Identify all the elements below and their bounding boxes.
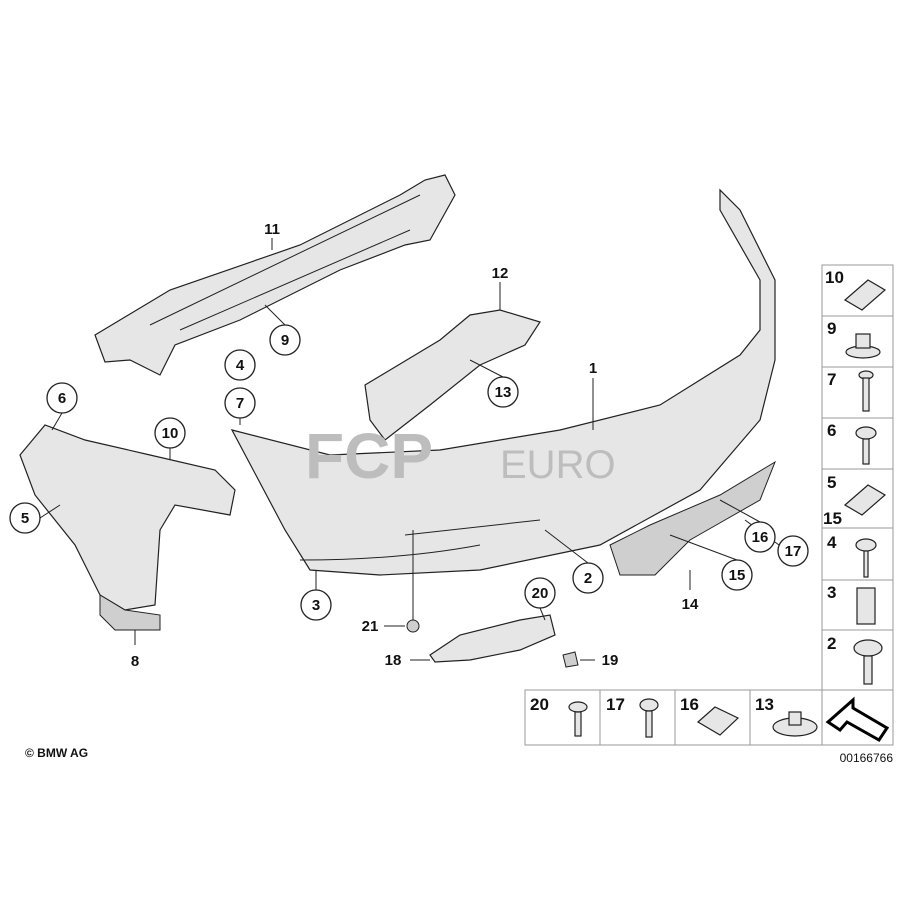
hex-screw-icon: [855, 426, 877, 440]
legend-item-3[interactable]: 3: [827, 583, 836, 602]
legend-item-4[interactable]: 4: [827, 533, 837, 552]
callout-19[interactable]: 19: [602, 652, 619, 669]
clip-nut-icon: [696, 706, 740, 736]
part-5-bracket[interactable]: [19, 424, 236, 611]
callout-1[interactable]: 1: [589, 360, 597, 377]
legend-item-13[interactable]: 13: [755, 695, 774, 714]
part-11-ribs: [149, 194, 421, 331]
callout-ring: [744, 521, 776, 553]
clip-nut-icon: [843, 279, 887, 311]
callout-ring: [46, 382, 78, 414]
callout-9[interactable]: 9: [281, 332, 289, 349]
fastener-legend-column: 10 9 7 6 5 15 4 3 2: [821, 264, 894, 691]
part-18-reflector[interactable]: [429, 614, 556, 663]
legend-item-17[interactable]: 17: [606, 695, 625, 714]
callout-ring: [224, 387, 256, 419]
legend-item-20[interactable]: 20: [530, 695, 549, 714]
copyright: © BMW AG: [25, 746, 88, 760]
part-19-cap[interactable]: [562, 651, 579, 668]
callout-8[interactable]: 8: [131, 653, 139, 670]
callout-7[interactable]: 7: [236, 395, 244, 412]
callout-17[interactable]: 17: [785, 543, 802, 560]
callout-16[interactable]: 16: [752, 529, 769, 546]
hex-screw-icon: [639, 698, 659, 712]
callout-ring: [777, 535, 809, 567]
callout-ring: [721, 559, 753, 591]
part-1-edge: [299, 519, 541, 561]
part-14-trim-panel[interactable]: [609, 460, 777, 576]
callout-ring: [300, 589, 332, 621]
callout-ring: [224, 349, 256, 381]
callout-4[interactable]: 4: [236, 357, 245, 374]
legend-item-7[interactable]: 7: [827, 370, 836, 389]
callout-ring: [524, 577, 556, 609]
callout-20[interactable]: 20: [532, 585, 549, 602]
callout-6[interactable]: 6: [58, 390, 66, 407]
legend-item-6[interactable]: 6: [827, 421, 836, 440]
callout-10[interactable]: 10: [162, 425, 179, 442]
leader-lines: [39, 238, 780, 661]
callout-14[interactable]: 14: [682, 596, 699, 613]
callout-12[interactable]: 12: [492, 265, 509, 282]
legend-item-15[interactable]: 15: [823, 509, 842, 528]
direction-arrow-icon: [825, 696, 890, 742]
callout-11[interactable]: 11: [264, 221, 280, 238]
watermark-suffix: EURO: [500, 443, 616, 487]
callout-5[interactable]: 5: [21, 510, 29, 527]
washer-screw-icon: [853, 639, 883, 657]
legend-item-2[interactable]: 2: [827, 634, 836, 653]
legend-item-16[interactable]: 16: [680, 695, 699, 714]
part-21-nut[interactable]: [406, 619, 420, 633]
callout-15[interactable]: 15: [729, 567, 746, 584]
square-nut-icon: [856, 587, 876, 625]
pan-screw-icon: [568, 701, 588, 713]
callout-2[interactable]: 2: [584, 570, 592, 587]
part-8-bracket-tab[interactable]: [99, 594, 161, 631]
callout-3[interactable]: 3: [312, 597, 320, 614]
part-11-carrier[interactable]: [94, 174, 456, 376]
clip-nut-icon: [843, 484, 887, 516]
callout-13[interactable]: 13: [495, 384, 512, 401]
legend-item-9[interactable]: 9: [827, 319, 836, 338]
callout-21[interactable]: 21: [362, 618, 379, 635]
watermark-main: FCP: [305, 420, 433, 492]
callout-ring: [154, 417, 186, 449]
callout-ring: [9, 502, 41, 534]
diagram-number: 00166766: [840, 751, 894, 765]
callout-ring: [572, 562, 604, 594]
callouts: 11 9 12 13 1 4 7 6 10 5 8 3 2 21 18 20 1…: [9, 221, 809, 670]
watermark: FCP EURO: [305, 420, 616, 492]
fastener-legend-row: 20 17 16 13: [524, 689, 894, 746]
part-12-bracket[interactable]: [364, 309, 541, 441]
callout-ring: [487, 376, 519, 408]
legend-item-10[interactable]: 10: [825, 268, 844, 287]
bolt-icon: [855, 538, 877, 552]
callout-18[interactable]: 18: [385, 652, 402, 669]
legend-item-5[interactable]: 5: [827, 473, 836, 492]
callout-ring: [269, 324, 301, 356]
